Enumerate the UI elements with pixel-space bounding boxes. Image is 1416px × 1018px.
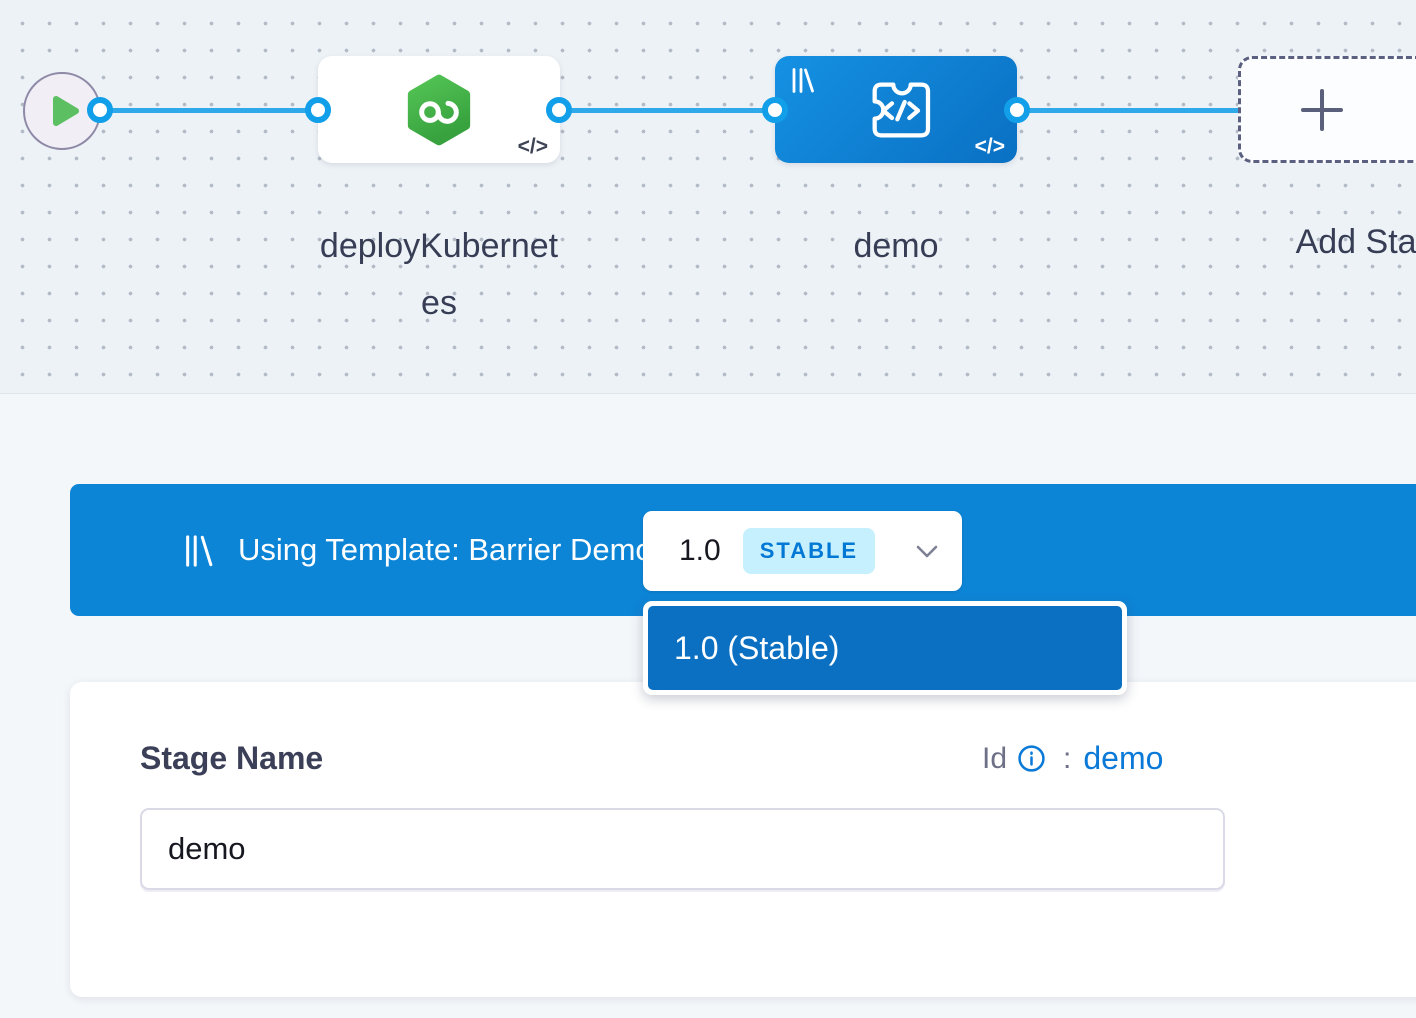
stage-label-demo: demo [853, 227, 939, 265]
id-label: Id [982, 741, 1008, 775]
id-colon: : [1063, 741, 1072, 775]
connector-port[interactable] [1004, 97, 1030, 123]
stage-id-value: demo [1083, 740, 1164, 776]
info-icon[interactable] [1016, 743, 1047, 774]
using-template-text: Using Template: Barrier Demo [238, 532, 653, 567]
stage-label-deploy-kubernetes: deployKubernetes [319, 227, 559, 322]
pipeline-edge [1017, 108, 1240, 113]
using-template-banner: Using Template: Barrier Demo 1.0 STABLE [70, 484, 1416, 616]
version-dropdown-menu: 1.0 (Stable) [643, 601, 1127, 695]
yaml-code-icon: </> [974, 135, 1005, 158]
template-version-select[interactable]: 1.0 STABLE [643, 511, 962, 591]
stage-card-deploy-kubernetes[interactable]: </> [318, 56, 560, 163]
stage-card-demo[interactable]: </> [775, 56, 1017, 163]
stage-overview-panel: Stage Name Id : demo [70, 682, 1416, 997]
add-stage-button[interactable] [1238, 56, 1416, 163]
stage-name-input[interactable] [140, 808, 1225, 890]
add-stage-label: Add Stage [1295, 223, 1416, 261]
template-version-number: 1.0 [679, 534, 721, 567]
template-library-icon [182, 534, 216, 568]
play-icon [45, 95, 80, 127]
yaml-code-icon: </> [517, 135, 548, 158]
pipeline-edge [100, 108, 318, 113]
connector-port[interactable] [546, 97, 572, 123]
stage-name-label: Stage Name [140, 740, 324, 776]
version-dropdown-option[interactable]: 1.0 (Stable) [648, 606, 1122, 690]
chevron-down-icon [916, 545, 938, 558]
pipeline-edge [559, 108, 775, 113]
infinity-hexagon-icon [405, 74, 473, 146]
connector-port[interactable] [305, 97, 331, 123]
template-library-icon [790, 67, 816, 94]
pipeline-canvas: </> </> deployKubernet [0, 0, 1416, 394]
code-template-icon [856, 78, 936, 142]
stable-version-badge: STABLE [742, 528, 876, 574]
stage-id-row: Id : demo [982, 740, 1163, 777]
connector-port[interactable] [87, 97, 113, 123]
connector-port[interactable] [762, 97, 788, 123]
plus-icon [1298, 86, 1346, 134]
